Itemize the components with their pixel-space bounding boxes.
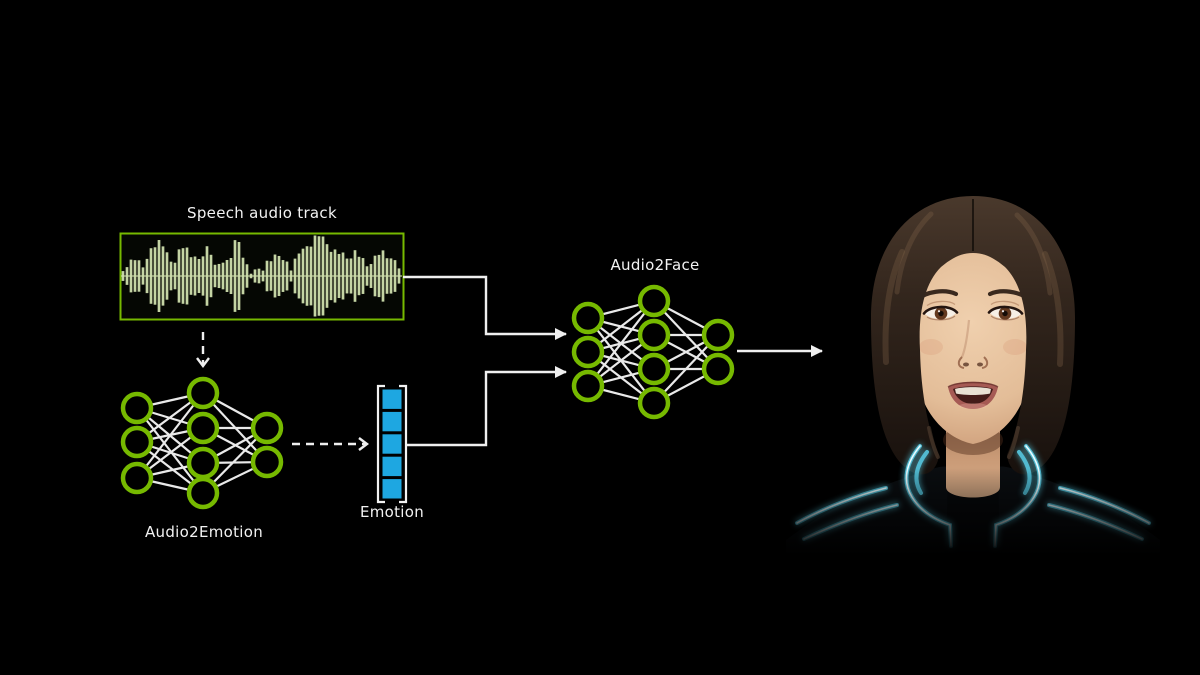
- speech-audio-track-label: Speech audio track: [187, 204, 337, 222]
- mouth-open: [947, 381, 999, 409]
- flow-arrows: [196, 275, 823, 451]
- portrait-fade: [778, 468, 1200, 675]
- cheek-left: [919, 339, 943, 355]
- hair: [871, 196, 1075, 475]
- face: [911, 250, 1035, 444]
- emotion-vector: [376, 384, 408, 504]
- digital-human-portrait: [778, 196, 1200, 675]
- audio2emotion-network: [120, 376, 284, 510]
- nose: [957, 319, 989, 369]
- audio2face-network: [571, 284, 735, 420]
- emotion-label: Emotion: [359, 503, 425, 521]
- audio2face-label: Audio2Face: [610, 256, 700, 274]
- arrow-vector-to-audio2face: [407, 366, 567, 447]
- eye-left: [922, 300, 959, 321]
- cheek-right: [1003, 339, 1027, 355]
- audio2emotion-label: Audio2Emotion: [144, 523, 264, 541]
- eye-right: [987, 300, 1024, 321]
- hair-highlights: [882, 211, 1064, 459]
- speech-audio-waveform: [119, 232, 405, 321]
- waveform-bars: [121, 235, 402, 317]
- arrow-audio-to-audio2face: [403, 275, 567, 340]
